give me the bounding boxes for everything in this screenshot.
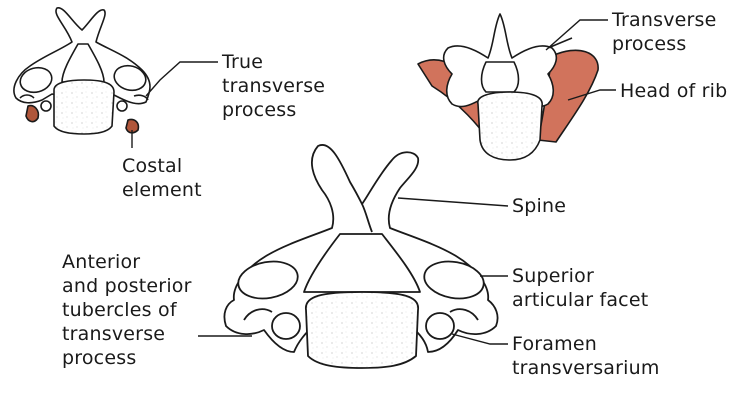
label-spine: Spine bbox=[512, 194, 566, 218]
label-transverse-process: Transverse process bbox=[612, 8, 717, 56]
label-line: transverse bbox=[222, 74, 325, 98]
label-line: and posterior bbox=[62, 274, 192, 298]
label-line: Spine bbox=[512, 194, 566, 218]
label-superior-articular-facet: Superior articular facet bbox=[512, 264, 648, 312]
cervical-vertebra-small bbox=[14, 8, 150, 134]
label-line: Transverse bbox=[612, 8, 717, 32]
label-line: Foramen bbox=[512, 332, 660, 356]
label-line: Costal bbox=[122, 154, 202, 178]
leader-spine bbox=[398, 198, 508, 206]
label-line: process bbox=[612, 32, 717, 56]
label-anterior-posterior-tubercles: Anterior and posterior tubercles of tran… bbox=[62, 250, 192, 370]
leader-foramen bbox=[452, 334, 508, 344]
label-line: articular facet bbox=[512, 288, 648, 312]
label-line: transverse bbox=[62, 322, 192, 346]
label-line: Superior bbox=[512, 264, 648, 288]
thoracic-vertebra-with-ribs bbox=[418, 14, 598, 160]
label-line: process bbox=[62, 346, 192, 370]
leader-true-transverse bbox=[146, 62, 218, 96]
label-line: element bbox=[122, 178, 202, 202]
label-foramen-transversarium: Foramen transversarium bbox=[512, 332, 660, 380]
label-line: Anterior bbox=[62, 250, 192, 274]
label-line: tubercles of bbox=[62, 298, 192, 322]
label-head-of-rib: Head of rib bbox=[620, 79, 727, 103]
label-line: Head of rib bbox=[620, 79, 727, 103]
label-costal-element: Costal element bbox=[122, 154, 202, 202]
label-line: transversarium bbox=[512, 356, 660, 380]
label-true-transverse-process: True transverse process bbox=[222, 50, 325, 122]
label-line: True bbox=[222, 50, 325, 74]
label-line: process bbox=[222, 98, 325, 122]
